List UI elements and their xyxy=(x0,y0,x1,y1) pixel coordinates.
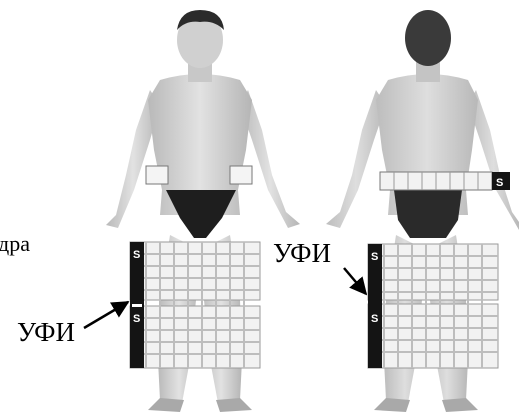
front-s-marker-lower: S xyxy=(133,313,140,325)
back-belt-s-marker: S xyxy=(496,177,503,189)
arrow-icon xyxy=(344,268,366,294)
back-s-marker-lower: S xyxy=(371,313,378,325)
ufi-front-label: УФИ xyxy=(17,317,75,348)
arrow-icon xyxy=(84,302,128,328)
back-belt-sensor xyxy=(380,172,510,190)
front-s-marker-upper: S xyxy=(133,249,140,261)
left-edge-label: дра xyxy=(0,231,30,257)
back-s-marker-upper: S xyxy=(371,251,378,263)
ufi-back-label: УФИ xyxy=(273,238,331,269)
back-mesh-grid xyxy=(368,244,498,368)
